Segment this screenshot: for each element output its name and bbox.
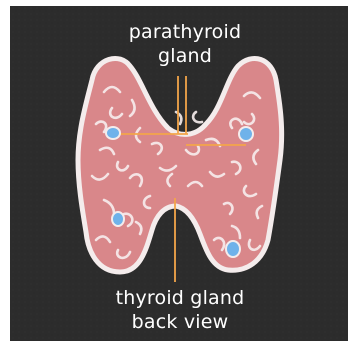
thyroid-label-line1: thyroid gland: [90, 286, 270, 310]
parathyroid-label: parathyroid gland: [100, 20, 270, 68]
thyroid-label: thyroid gland back view: [90, 286, 270, 334]
parathyroid-lower-left: [112, 212, 124, 226]
thyroid-label-line2: back view: [90, 310, 270, 334]
parathyroid-label-line2: gland: [100, 44, 270, 68]
parathyroid-lower-right: [226, 241, 240, 257]
parathyroid-upper-right: [239, 127, 253, 141]
parathyroid-upper-left: [106, 127, 120, 139]
parathyroid-label-line1: parathyroid: [100, 20, 270, 44]
